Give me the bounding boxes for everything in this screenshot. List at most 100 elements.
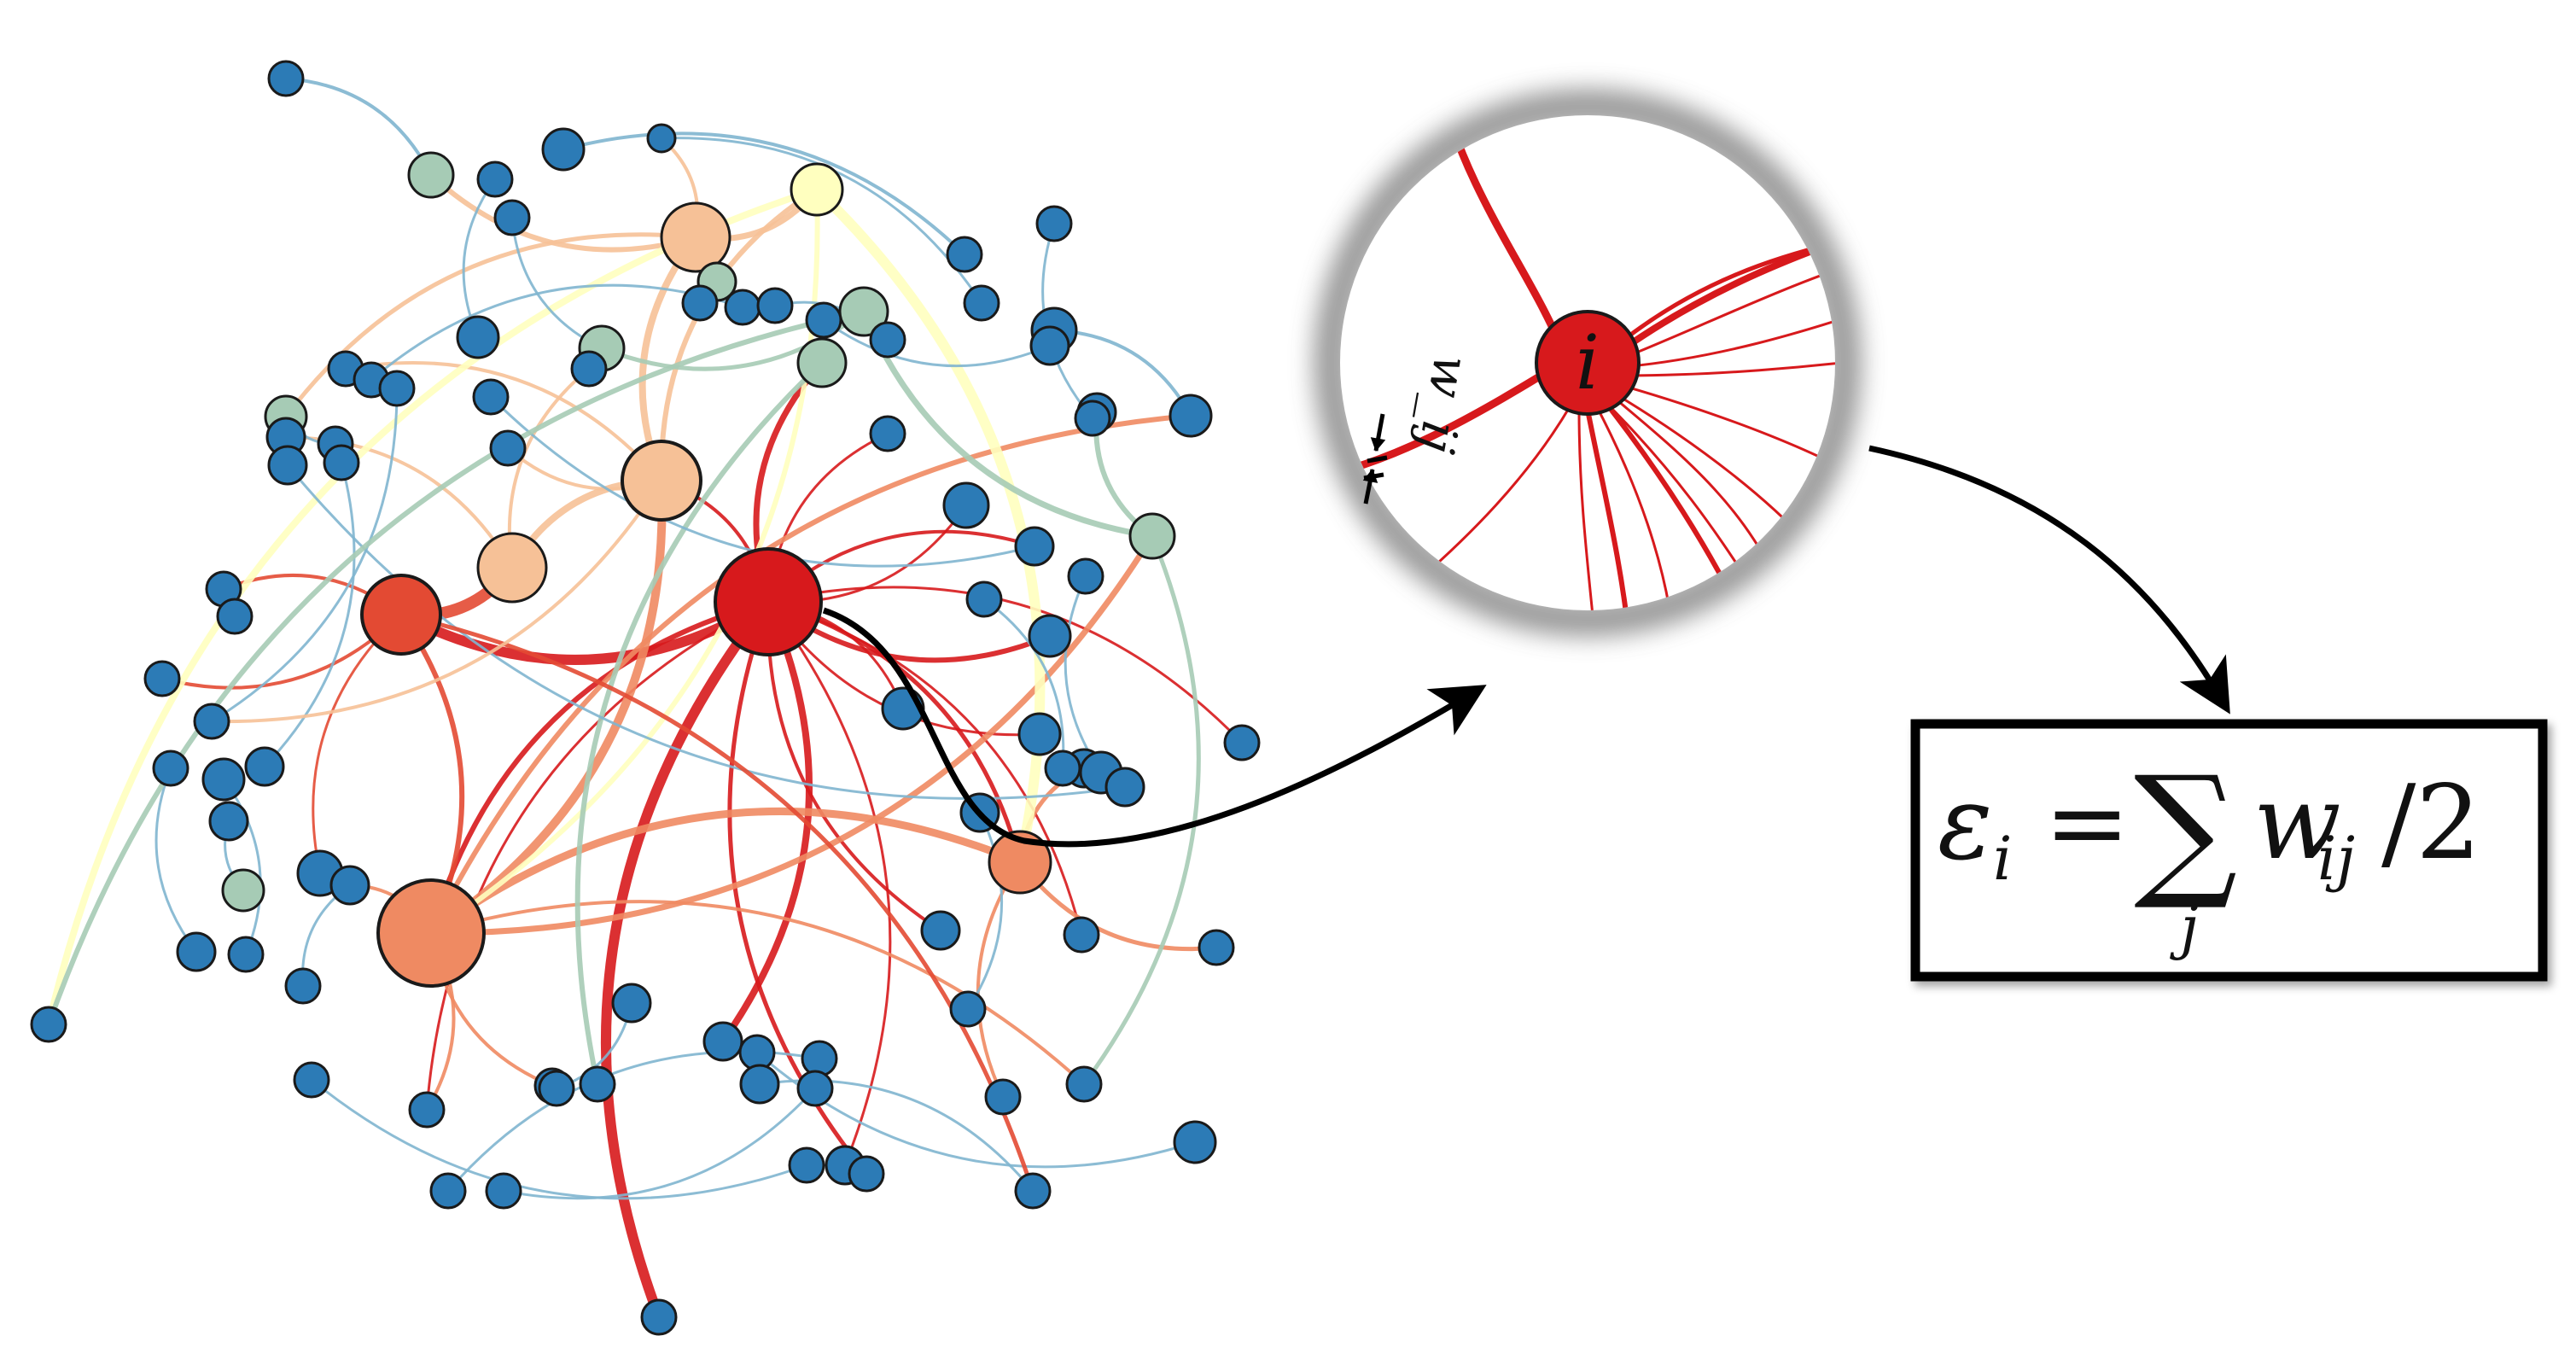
magnifier-lens: i w_ij [1314,89,1862,637]
formula-term: w [2253,764,2341,883]
network-node [1067,557,1104,595]
network-node [681,284,719,322]
network-edge [574,360,825,1087]
network-node [429,1172,467,1210]
network-edge [720,598,813,1045]
network-node [660,201,731,273]
network-node [805,301,842,339]
network-edge [600,597,773,1322]
network-edge [982,598,1065,770]
network-node [152,750,189,787]
network-graph [30,60,1261,1336]
network-edge [562,131,966,256]
formula-rest: /2 [2381,764,2481,883]
network-node [611,983,652,1024]
network-edge [210,387,399,723]
network-edge [399,612,1035,1193]
network-edge [222,778,262,956]
network-node [284,967,322,1005]
network-node [472,378,510,416]
formula-lhs: ε [1938,764,1992,883]
network-node [1028,614,1072,658]
network-node [848,1155,885,1193]
network-node [221,868,265,913]
network-node [788,1146,825,1184]
network-edge [1052,329,1192,417]
network-node [869,321,906,359]
network-node [1017,712,1062,756]
network-edge [312,613,403,875]
network-node [329,865,370,906]
network-node [456,315,500,359]
network-node [801,1040,838,1077]
network-node [227,936,265,973]
network-node [244,746,285,787]
network-edge [46,309,866,1027]
network-edge [966,811,1004,1011]
network-edge [210,479,663,724]
network-node [376,878,486,988]
network-node [1128,512,1176,560]
network-node [1198,929,1235,966]
network-node [541,127,586,172]
network-node [702,1021,743,1062]
network-node [1035,205,1073,242]
network-node [942,481,990,529]
network-node [1104,767,1145,808]
network-edge [310,1078,808,1200]
network-node [30,1006,67,1043]
network-node [360,574,442,656]
network-edge [766,586,1244,744]
network-node [984,1078,1022,1116]
network-node [796,337,848,388]
network-node [796,1070,834,1107]
formula-term-subscript: ij [2317,824,2355,894]
network-node [476,160,514,198]
network-edge [766,600,942,932]
network-node [489,429,527,467]
network-edge [860,308,1156,540]
network-node [193,703,230,740]
network-node [579,1065,616,1103]
network-edge [976,860,1022,1099]
network-node [267,445,308,486]
network-edge [427,476,667,937]
network-edge [766,600,1083,936]
network-node [621,440,702,522]
network-edge [284,77,433,177]
network-node [485,1172,522,1210]
network-node [988,830,1052,895]
network-node [869,415,906,452]
network-edge [344,361,663,482]
network-edge [427,807,1024,937]
network-edge [428,172,698,253]
network-node [493,199,531,236]
network-node [201,757,246,802]
network-node [640,1298,678,1336]
network-node [920,910,961,951]
formula-box: ε i = ∑ j w ij /2 [1910,719,2548,982]
network-edge [425,600,770,1111]
network-node [1063,916,1100,954]
network-node [408,1091,446,1129]
network-node [570,350,608,388]
network-edge [1064,575,1103,774]
formula-equals: = [2044,764,2130,883]
network-node [1044,750,1081,787]
network-edge [489,395,1036,568]
formula-arrow [1868,445,2230,715]
network-node [1014,1172,1052,1210]
network-node [1074,400,1111,437]
formula-sum: ∑ [2134,745,2237,914]
network-node [1065,1065,1103,1103]
network-node [946,236,983,273]
network-node [323,444,360,481]
network-node [176,931,217,972]
network-node [143,660,181,697]
network-edge [429,900,1086,1086]
network-node [724,289,761,326]
network-node [739,1064,780,1105]
network-node [476,532,548,604]
formula-lhs-subscript: i [1993,824,2012,894]
network-node [790,162,844,217]
